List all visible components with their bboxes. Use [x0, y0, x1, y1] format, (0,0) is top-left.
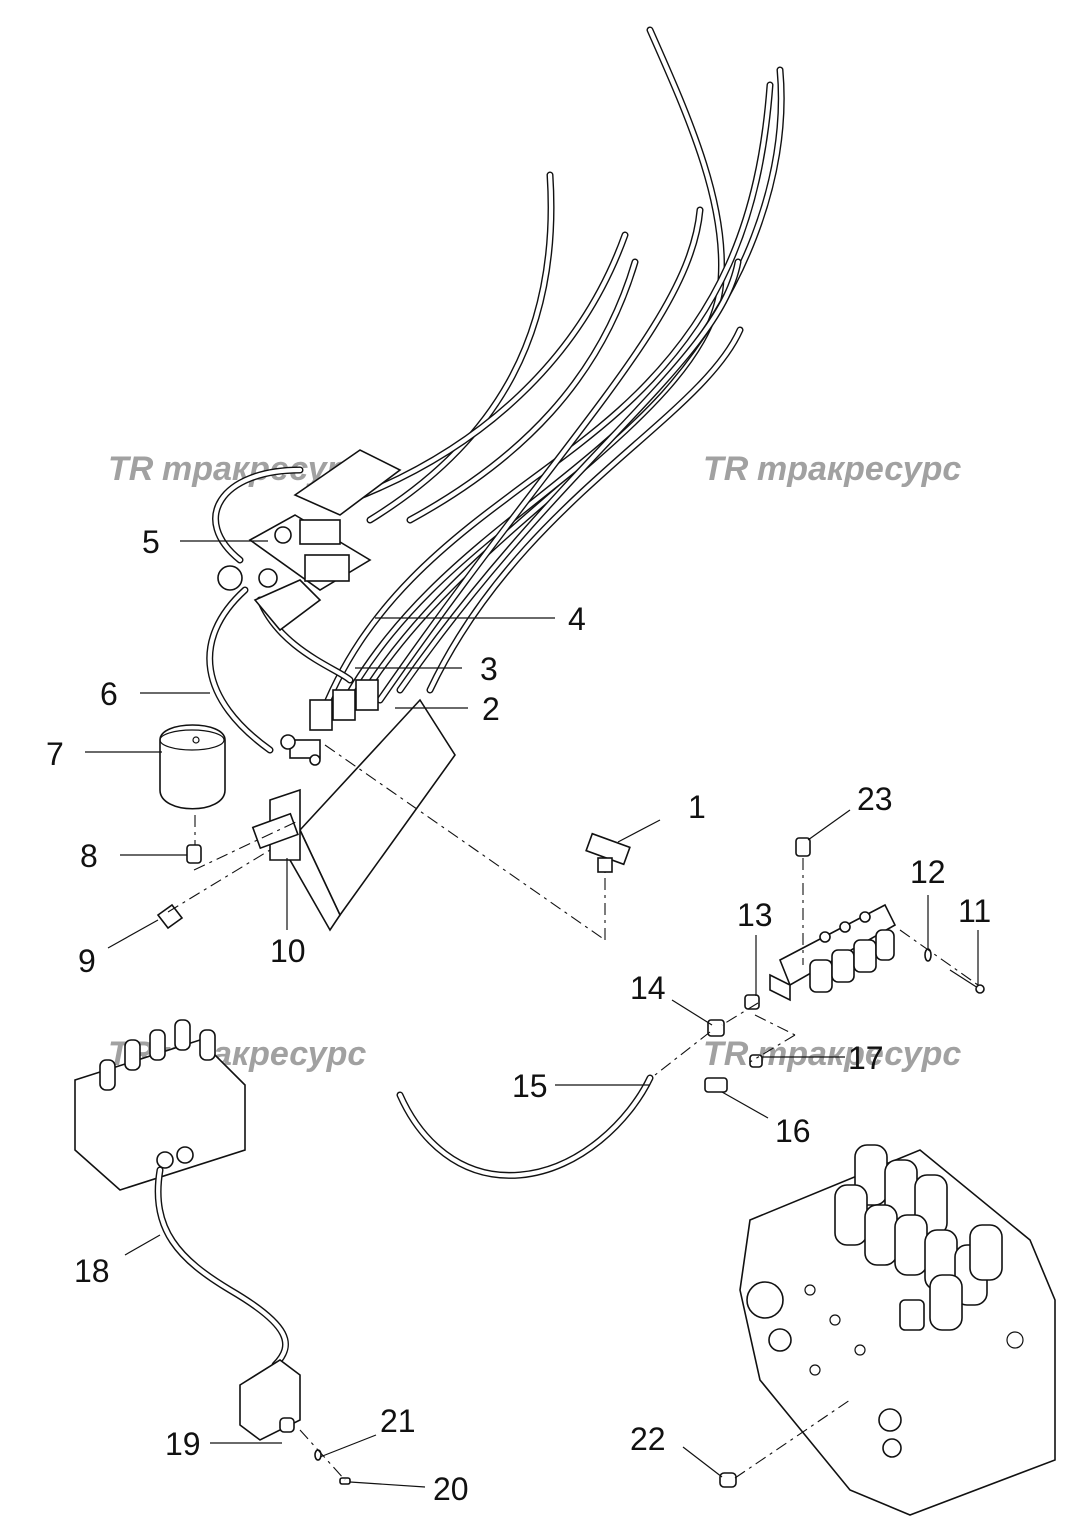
hose-15	[396, 1074, 654, 1179]
pilot-valve-block	[217, 449, 402, 632]
mounting-bracket	[251, 679, 456, 932]
fitting-16	[704, 1077, 728, 1093]
washer-21	[314, 1449, 322, 1461]
callout-10: 10	[270, 933, 306, 969]
tee-fitting	[585, 832, 631, 873]
bolt-11	[949, 969, 985, 994]
fitting-13	[744, 994, 760, 1010]
callout-8: 8	[80, 838, 98, 874]
plug-9	[156, 903, 184, 930]
callout-21: 21	[380, 1403, 416, 1439]
hose-18	[154, 1166, 289, 1369]
main-control-valve	[739, 1144, 1056, 1516]
callout-7: 7	[46, 736, 64, 772]
callout-16: 16	[775, 1113, 811, 1149]
callout-14: 14	[630, 970, 666, 1006]
callout-23: 23	[857, 781, 893, 817]
watermark-logo: TR	[108, 450, 154, 488]
callout-9: 9	[78, 943, 96, 979]
callout-18: 18	[74, 1253, 110, 1289]
callout-11: 11	[958, 893, 991, 929]
fitting-23	[795, 837, 811, 857]
callout-5: 5	[142, 524, 160, 560]
callout-1: 1	[688, 789, 706, 825]
valve-block-19	[239, 1359, 301, 1441]
callout-6: 6	[100, 676, 118, 712]
watermark-text: тракресурс	[757, 450, 961, 488]
fitting-14	[707, 1019, 725, 1037]
fitting-8	[186, 844, 202, 864]
watermark-text: тракресурс	[757, 1035, 961, 1073]
watermark-logo: TR	[703, 450, 749, 488]
leader-lines	[85, 540, 979, 1488]
callout-22: 22	[630, 1421, 666, 1457]
callout-20: 20	[433, 1471, 469, 1507]
callout-17: 17	[848, 1040, 884, 1076]
callout-2: 2	[482, 691, 500, 727]
watermark-mid-right: TR тракресурс	[703, 1035, 961, 1073]
callout-15: 15	[512, 1068, 548, 1104]
callout-4: 4	[568, 601, 586, 637]
dashed-assembly-lines	[167, 744, 979, 1481]
hose-bundle	[206, 26, 785, 754]
callout-19: 19	[165, 1426, 201, 1462]
manifold-block	[769, 903, 897, 1002]
fitting-17	[749, 1054, 763, 1068]
callout-12: 12	[910, 854, 946, 890]
control-valve-small	[74, 1019, 246, 1191]
screw-20	[339, 1477, 351, 1485]
callout-numbers: 1 2 3 4 5 6 7 8 9 10 11 12 13 14 15 16 1…	[46, 524, 991, 1507]
callout-3: 3	[480, 651, 498, 687]
watermark-logo: TR	[703, 1035, 749, 1073]
plug-22	[719, 1472, 737, 1488]
accumulator	[159, 724, 226, 810]
callout-13: 13	[737, 897, 773, 933]
watermark-top-right: TR тракресурс	[703, 450, 961, 488]
